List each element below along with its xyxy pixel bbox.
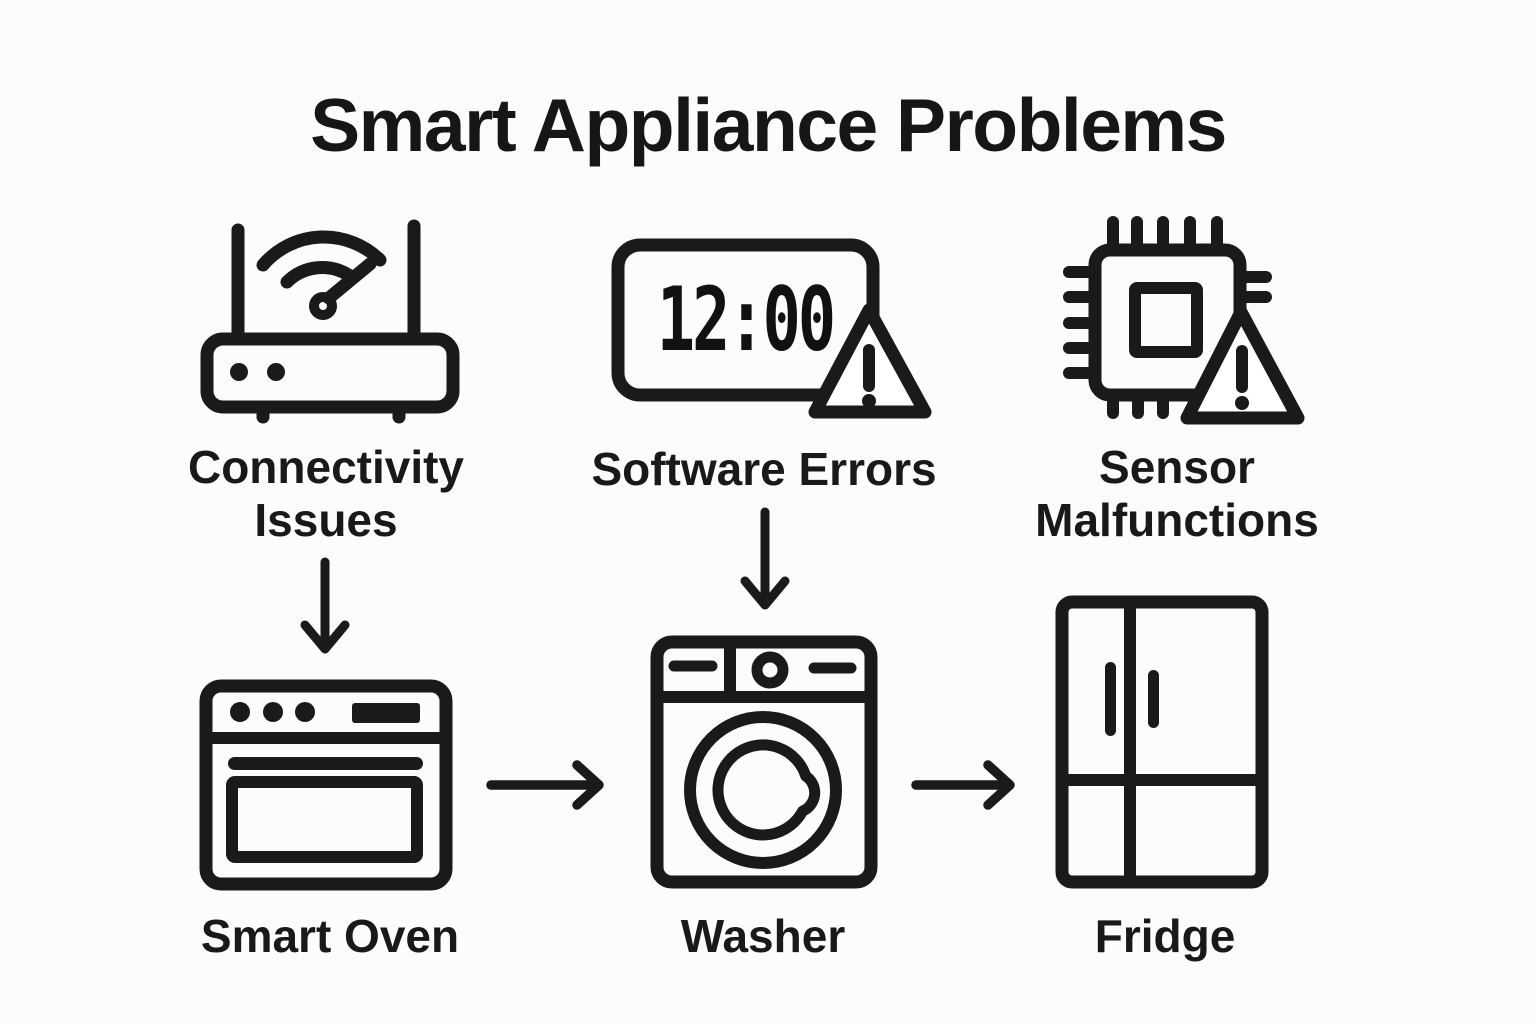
- appliance-label-fridge: Fridge: [1094, 910, 1236, 962]
- problem-label-sensor-malfunctions: Sensor Malfunctions: [1035, 441, 1319, 546]
- arrow-software-to-washer: [740, 507, 790, 610]
- arrow-oven-to-washer: [486, 760, 604, 810]
- fridge-icon: [1055, 595, 1269, 889]
- smart-oven-icon: [199, 679, 453, 891]
- clock-display: 12:00: [656, 268, 836, 371]
- chip-warning-icon: [1063, 216, 1305, 425]
- problem-label-connectivity-issues: Connectivity Issues: [187, 441, 465, 546]
- problem-label-software-errors: Software Errors: [591, 443, 937, 495]
- page-title: Smart Appliance Problems: [310, 83, 1227, 167]
- appliance-label-smart-oven: Smart Oven: [200, 910, 460, 962]
- wifi-router-icon: [200, 219, 460, 424]
- arrow-connectivity-to-oven: [300, 557, 350, 654]
- appliance-label-washer: Washer: [680, 910, 846, 962]
- arrow-washer-to-fridge: [911, 760, 1015, 810]
- warning-triangle-icon: [808, 303, 932, 419]
- washing-machine-icon: [650, 635, 878, 889]
